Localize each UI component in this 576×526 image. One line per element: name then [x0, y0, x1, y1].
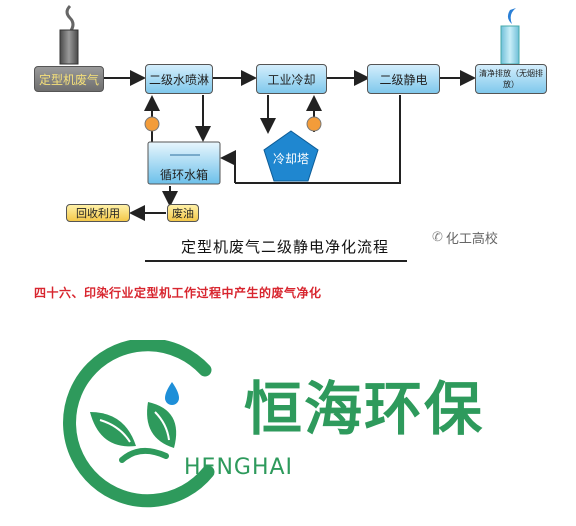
cooling-tower-shape — [263, 130, 319, 182]
node-waste-oil: 废油 — [167, 204, 199, 222]
clean-flame — [507, 8, 516, 24]
brand-name-cn: 恒海环保 — [244, 375, 485, 443]
watermark: ✆ 化工高校 — [432, 228, 498, 247]
flow-diagram — [59, 4, 520, 221]
node-recycle: 回收利用 — [66, 204, 130, 222]
smoke-left — [65, 4, 75, 33]
node-source: 定型机废气 — [34, 66, 104, 92]
node-spray: 二级水喷淋 — [145, 64, 213, 94]
tank-label: 循环水箱 — [159, 168, 208, 182]
watermark-text: 化工高校 — [445, 232, 498, 247]
chimney-left — [59, 29, 79, 65]
henghai-logo-icon — [63, 340, 215, 508]
caption-underline — [145, 260, 407, 262]
pump-icon — [144, 116, 160, 132]
node-esp: 二级静电 — [367, 64, 440, 94]
circulation-tank-shape — [147, 141, 221, 185]
node-cooling: 工业冷却 — [256, 64, 327, 94]
node-outlet: 清净排放（无烟排放） — [475, 64, 547, 94]
section-subtitle: 四十六、印染行业定型机工作过程中产生的废气净化 — [34, 286, 322, 300]
chimney-right — [500, 25, 520, 65]
brand-name-en: HENGHAI — [184, 455, 294, 480]
tower-label: 冷却塔 — [272, 152, 309, 166]
wechat-icon: ✆ — [432, 230, 443, 245]
pump-icon — [306, 116, 322, 132]
diagram-caption: 定型机废气二级静电净化流程 — [180, 238, 389, 256]
